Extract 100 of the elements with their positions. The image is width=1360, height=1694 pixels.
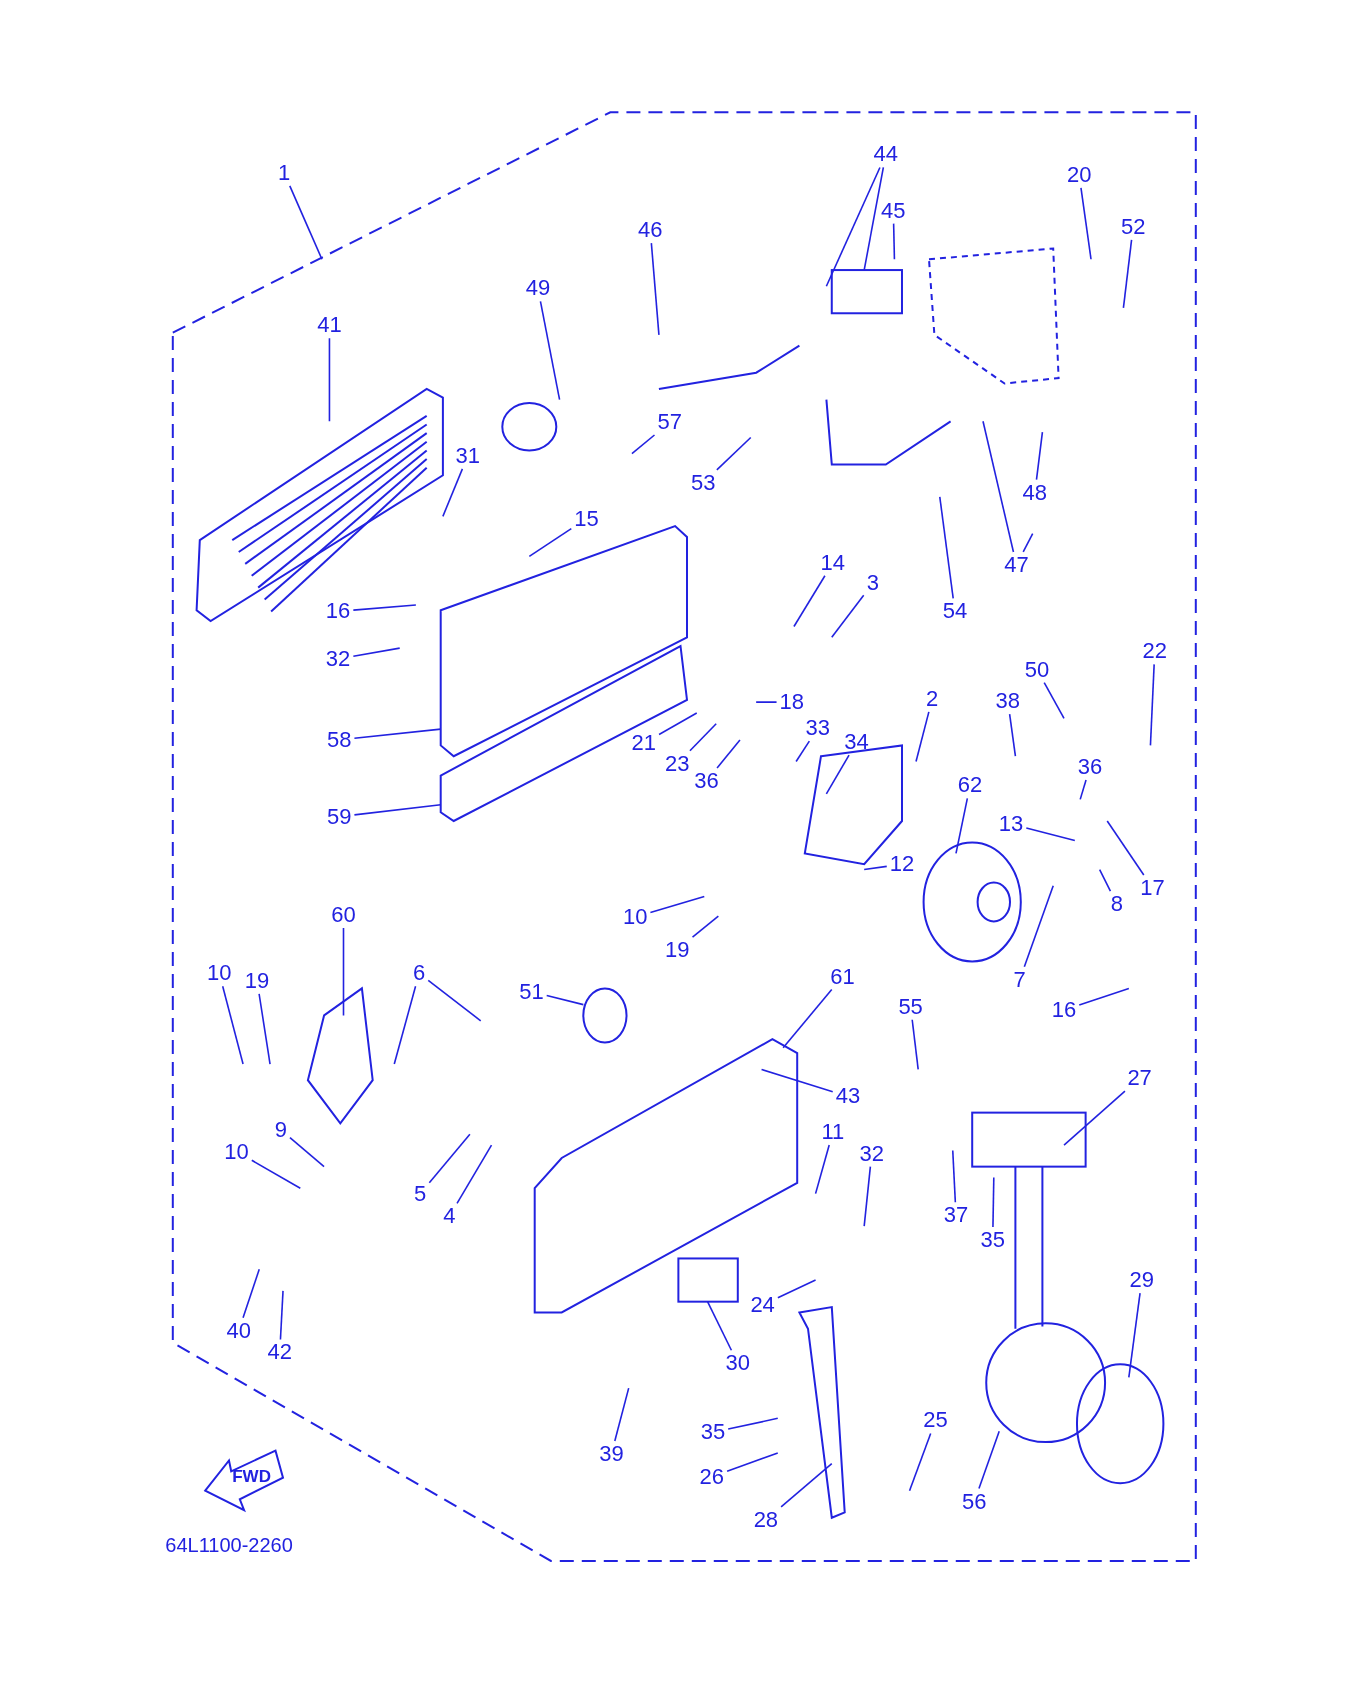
callout-number: 15 xyxy=(573,506,600,531)
leader-line xyxy=(716,739,741,769)
callout-number: 1 xyxy=(276,160,292,185)
leader-line xyxy=(706,1300,733,1352)
leader-line xyxy=(863,166,885,271)
leader-line xyxy=(915,711,930,763)
callout-number: 48 xyxy=(1021,480,1049,505)
callout-number: 9 xyxy=(273,1117,288,1142)
callout-number: 37 xyxy=(942,1203,970,1228)
callout-number: 34 xyxy=(843,730,870,755)
callout-number: 25 xyxy=(922,1408,949,1433)
callout-number: 2 xyxy=(925,686,940,711)
callout-number: 33 xyxy=(804,716,831,741)
leader-line xyxy=(539,300,561,401)
callout-number: 44 xyxy=(872,142,899,167)
callout-number: 36 xyxy=(1076,754,1104,779)
leader-line xyxy=(982,420,1015,553)
leader-line xyxy=(814,1144,830,1195)
leader-line xyxy=(1023,885,1054,968)
callout-number: 55 xyxy=(897,994,924,1019)
leader-line xyxy=(279,1290,284,1341)
callout-number: 54 xyxy=(941,599,969,624)
callout-number: 49 xyxy=(524,276,552,301)
callout-number: 27 xyxy=(1126,1066,1153,1091)
callout-number: 58 xyxy=(325,727,353,752)
callout-number: 13 xyxy=(997,812,1025,837)
leader-line xyxy=(427,979,482,1022)
callout-number: 17 xyxy=(1139,875,1166,900)
callout-number: 19 xyxy=(664,937,691,962)
leader-line xyxy=(689,722,717,752)
callout-number: 30 xyxy=(724,1351,751,1376)
leader-line xyxy=(955,797,969,855)
callout-number: 3 xyxy=(865,571,880,596)
leader-line xyxy=(342,927,345,1017)
leader-line xyxy=(1080,187,1092,261)
leader-line xyxy=(1098,868,1112,892)
callout-number: 19 xyxy=(243,968,271,993)
callout-number: 10 xyxy=(621,905,649,930)
leader-line xyxy=(528,527,573,558)
callout-number: 8 xyxy=(1109,892,1125,917)
leader-line xyxy=(614,1387,630,1442)
callout-number: 47 xyxy=(1003,552,1030,577)
leader-line xyxy=(755,701,778,703)
leader-line xyxy=(353,803,442,816)
callout-number: 36 xyxy=(693,769,720,793)
leader-line xyxy=(978,1430,1000,1490)
callout-number: 16 xyxy=(1050,998,1078,1022)
leader-line xyxy=(1035,431,1044,481)
leader-line xyxy=(221,985,244,1065)
callout-number: 46 xyxy=(637,218,664,243)
leader-line xyxy=(908,1432,932,1492)
drawing-code: 64L1100-2260 xyxy=(165,1533,293,1557)
leader-line xyxy=(1008,713,1017,757)
leader-line xyxy=(691,915,720,938)
callout-number: 23 xyxy=(664,751,691,776)
leader-line xyxy=(258,993,271,1065)
callout-number: 52 xyxy=(1119,214,1147,239)
leader-line xyxy=(716,436,752,471)
callout-number: 60 xyxy=(330,902,357,927)
callout-number: 51 xyxy=(518,979,545,1004)
leader-line xyxy=(1022,532,1034,553)
callout-number: 6 xyxy=(412,961,427,986)
leader-line xyxy=(353,728,442,740)
leader-line xyxy=(782,988,833,1049)
leader-line xyxy=(442,468,464,518)
leader-line xyxy=(288,185,323,261)
leader-line xyxy=(1106,820,1145,876)
leader-line xyxy=(760,1068,834,1093)
callout-number: 32 xyxy=(324,646,352,671)
callout-number: 5 xyxy=(413,1181,428,1206)
callout-number: 43 xyxy=(834,1084,862,1109)
callout-number: 41 xyxy=(316,313,343,338)
leader-line xyxy=(456,1144,493,1205)
leader-line xyxy=(1122,239,1133,309)
callout-number: 20 xyxy=(1065,163,1093,187)
leader-line xyxy=(780,1462,833,1508)
callout-number: 14 xyxy=(819,550,847,575)
callout-number: 59 xyxy=(325,804,353,829)
callout-number: 16 xyxy=(324,599,352,624)
leader-line xyxy=(830,594,865,639)
leader-line xyxy=(428,1133,471,1184)
leader-line xyxy=(1149,663,1155,747)
callout-number: 39 xyxy=(598,1441,625,1466)
leader-line xyxy=(726,1452,779,1472)
callout-number: 61 xyxy=(829,964,856,989)
callout-number: 42 xyxy=(266,1340,293,1365)
callout-number: 4 xyxy=(442,1204,457,1229)
callout-number: 12 xyxy=(888,852,916,877)
leader-line xyxy=(650,242,660,336)
callout-number: 22 xyxy=(1141,639,1168,664)
callout-number: 21 xyxy=(630,731,658,756)
callout-number: 31 xyxy=(454,443,481,468)
callout-number: 40 xyxy=(225,1318,252,1343)
leader-line xyxy=(1043,681,1065,720)
leader-line xyxy=(892,222,896,261)
callout-number: 29 xyxy=(1128,1268,1155,1293)
leader-line xyxy=(795,740,811,763)
leader-line xyxy=(777,1279,817,1299)
direction-label: FWD xyxy=(232,1466,271,1487)
leader-line xyxy=(649,895,706,914)
